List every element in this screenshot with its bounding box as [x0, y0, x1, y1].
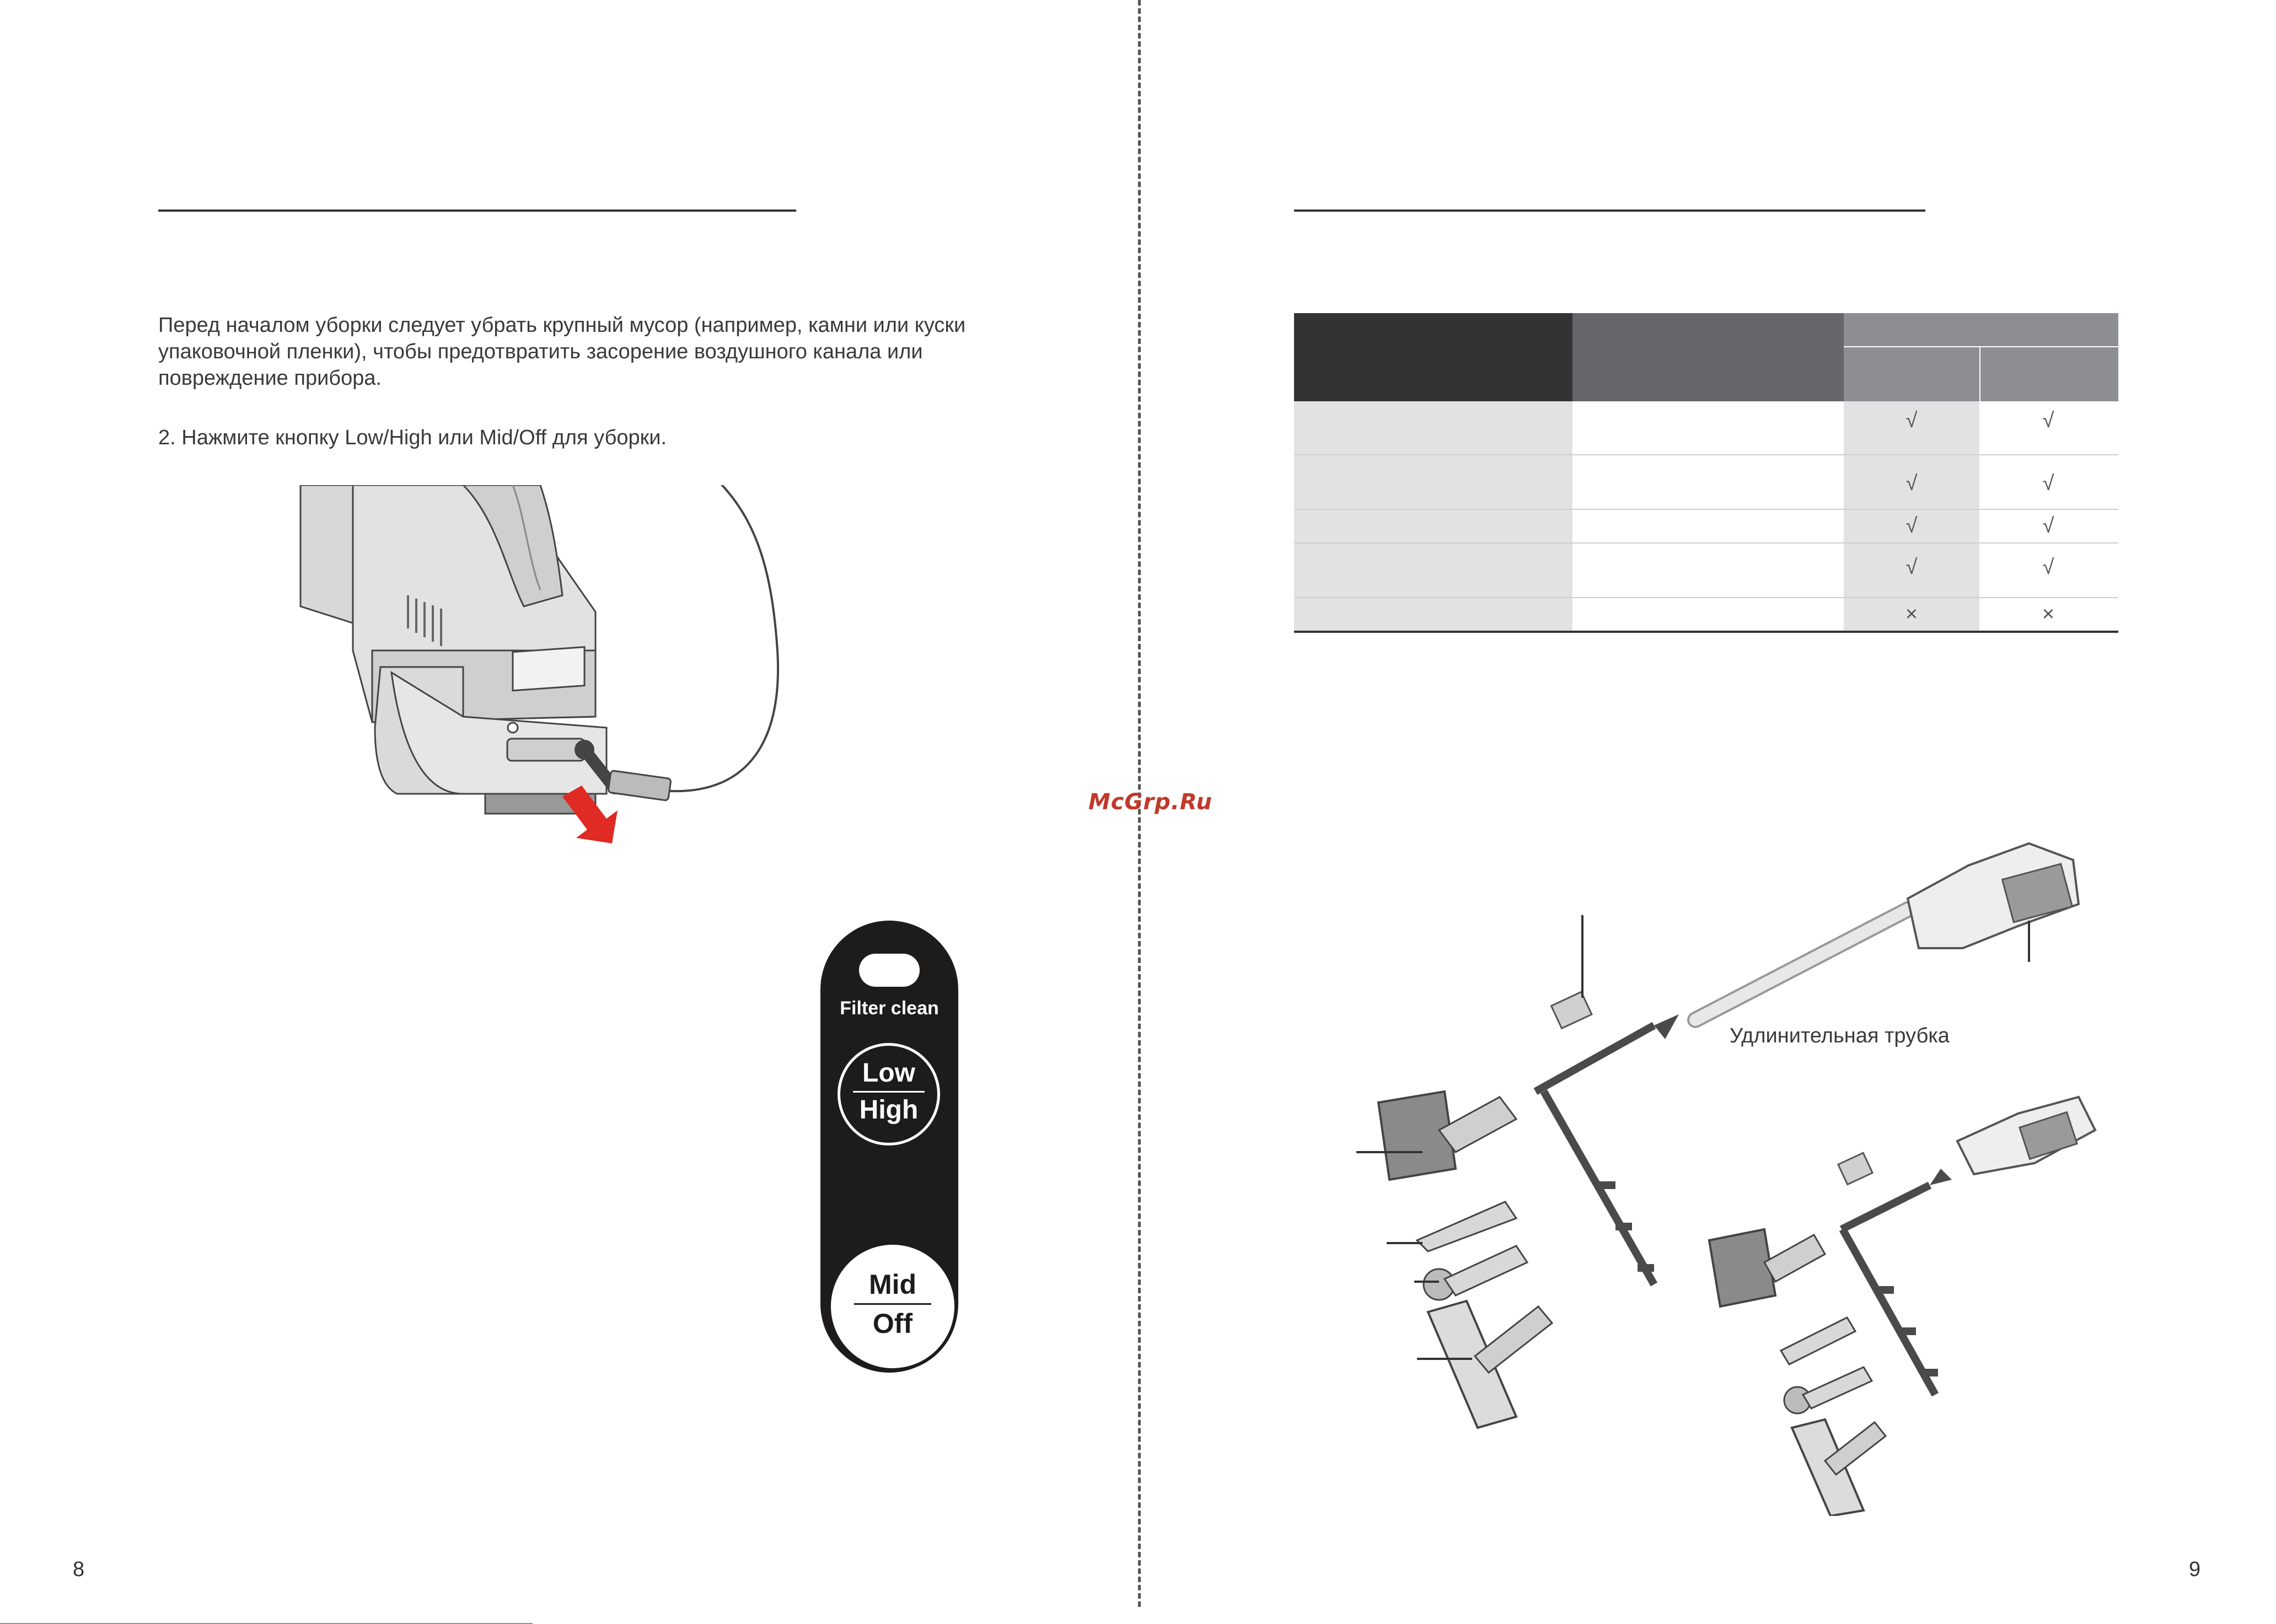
- row-5-mark-a: ×: [1905, 603, 1918, 626]
- right-title-rule: [1294, 209, 1925, 212]
- row-2-mark-b: √: [2042, 472, 2054, 495]
- extension-tube-caption: Удлинительная трубка: [1730, 1024, 1950, 1047]
- mid-off-button[interactable]: Mid Off: [828, 1241, 958, 1372]
- table-row-5: × ×: [1294, 598, 2118, 631]
- table-row-2: √ √: [1294, 455, 2118, 509]
- row-1-mark-b: √: [2042, 409, 2054, 432]
- table-row-1: √ √: [1294, 401, 2118, 455]
- step-2-text: 2. Нажмите кнопку Low/High или Mid/Off д…: [158, 426, 667, 449]
- mid-label: Mid: [868, 1269, 917, 1300]
- page-divider: [1138, 0, 1141, 1607]
- control-panel: Filter clean Low High Mid Off: [820, 921, 958, 1373]
- table-row-4: √ √: [1294, 544, 2118, 598]
- watermark: McGrp.Ru: [1088, 789, 1212, 815]
- low-high-button[interactable]: Low High: [838, 1043, 940, 1146]
- low-label: Low: [862, 1058, 915, 1088]
- row-3-mark-a: √: [1905, 514, 1918, 537]
- intro-paragraph: Перед началом уборки следует убрать круп…: [158, 314, 966, 390]
- table-header-sub-b: [1980, 347, 2118, 401]
- row-1-mark-a: √: [1905, 409, 1918, 432]
- row-5-mark-b: ×: [2042, 603, 2055, 626]
- off-label: Off: [872, 1308, 913, 1339]
- filter-clean-label: Filter clean: [840, 998, 939, 1019]
- filter-indicator-light: [859, 954, 920, 987]
- row-3-mark-b: √: [2042, 514, 2054, 537]
- accessories-diagram: [1356, 842, 2097, 1516]
- row-4-mark-b: √: [2042, 556, 2054, 579]
- page-number-left: 8: [73, 1558, 85, 1581]
- row-4-mark-a: √: [1905, 556, 1918, 579]
- left-title-rule: [158, 209, 796, 212]
- high-label: High: [859, 1095, 919, 1125]
- row-2-mark-a: √: [1905, 472, 1918, 495]
- table-header-col2: [1572, 313, 1844, 401]
- page-number-right: 9: [2189, 1558, 2201, 1581]
- table-header-sub-a: [1844, 347, 1979, 401]
- table-header-col1: [1294, 313, 1572, 401]
- table-row-3: √ √: [1294, 510, 2118, 543]
- table-header-group: [1844, 313, 2118, 346]
- vacuum-charging-illustration: [299, 485, 779, 843]
